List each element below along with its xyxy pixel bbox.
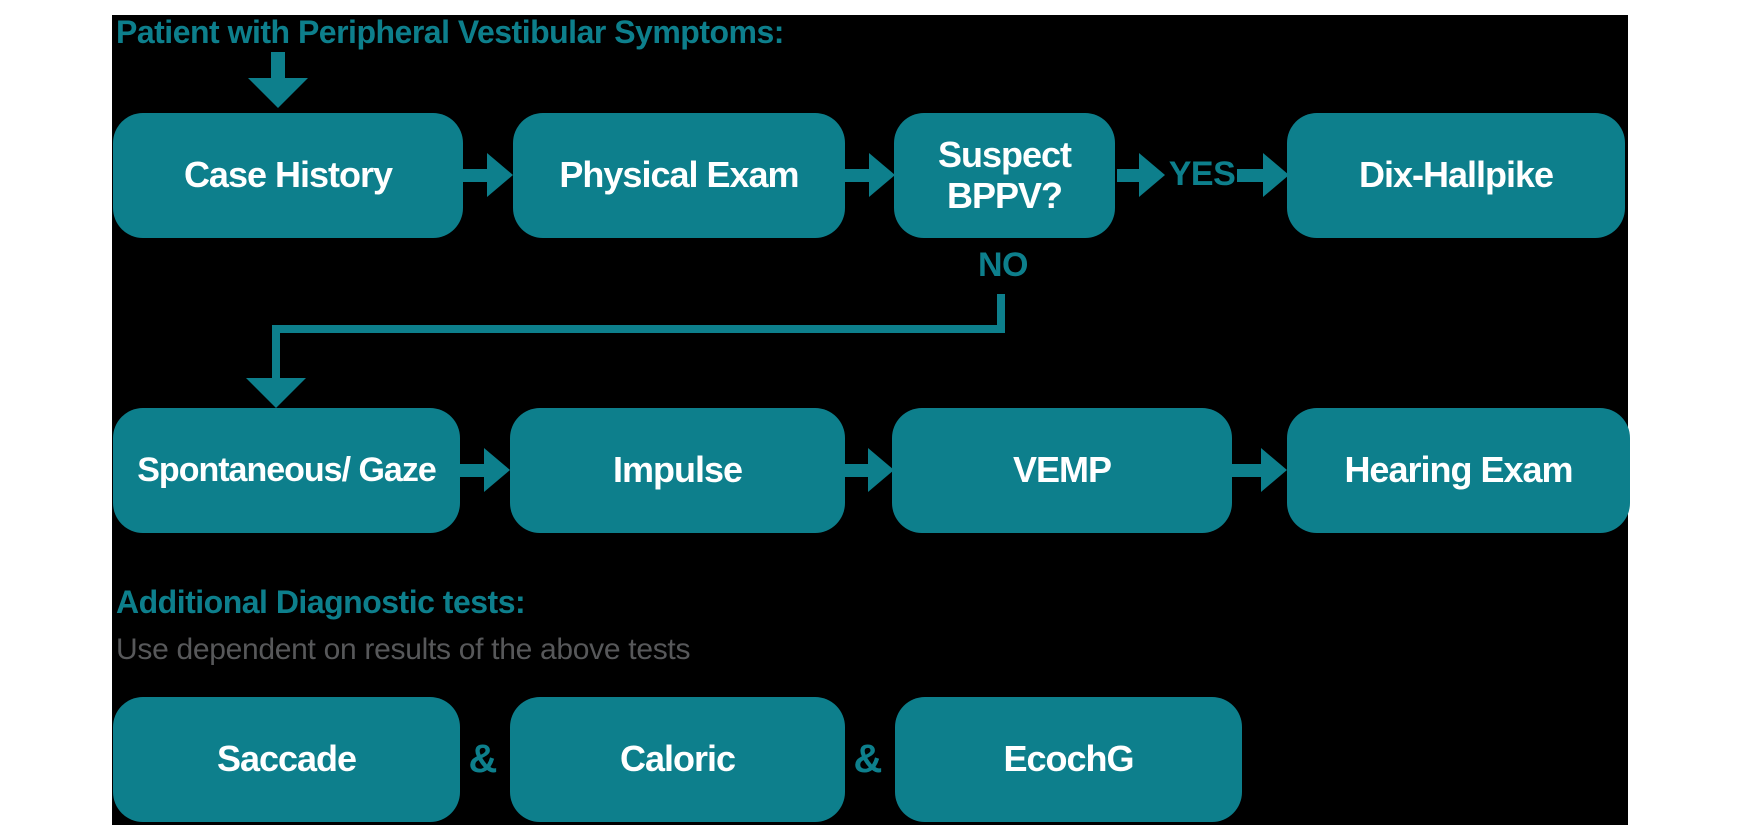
arrow-stem <box>1232 464 1261 477</box>
arrow-head <box>869 153 895 197</box>
arrow-head <box>868 448 894 492</box>
flow-box-vemp: VEMP <box>892 408 1232 533</box>
flow-box-suspect-bppv: Suspect BPPV? <box>894 113 1115 238</box>
page-title: Patient with Peripheral Vestibular Sympt… <box>116 14 784 50</box>
flow-box-impulse: Impulse <box>510 408 845 533</box>
flow-box-saccade: Saccade <box>113 697 460 822</box>
branch-label-yes: YES <box>1168 155 1236 193</box>
arrow-stem <box>845 169 869 182</box>
arrow-stem <box>1117 169 1139 182</box>
flow-box-hearing-exam: Hearing Exam <box>1287 408 1630 533</box>
flow-box-physical-exam: Physical Exam <box>513 113 845 238</box>
connector-segment <box>272 325 280 380</box>
arrow-head <box>484 448 510 492</box>
arrow-head <box>246 378 306 408</box>
flow-box-dix-hallpike: Dix-Hallpike <box>1287 113 1625 238</box>
arrow-stem <box>460 464 484 477</box>
arrow-stem <box>271 52 285 80</box>
additional-tests-note: Use dependent on results of the above te… <box>116 633 691 666</box>
additional-tests-heading: Additional Diagnostic tests: <box>116 584 526 620</box>
flow-box-caloric: Caloric <box>510 697 845 822</box>
arrow-stem <box>463 169 487 182</box>
connector-segment <box>997 294 1005 333</box>
arrow-head <box>487 153 513 197</box>
ampersand-separator: & <box>468 737 498 781</box>
arrow-stem <box>845 464 868 477</box>
flow-box-ecochg: EcochG <box>895 697 1242 822</box>
flow-box-case-history: Case History <box>113 113 463 238</box>
arrow-head <box>1261 448 1287 492</box>
arrow-head <box>248 78 308 108</box>
ampersand-separator: & <box>853 737 883 781</box>
arrow-head <box>1139 153 1165 197</box>
arrow-stem <box>1237 169 1263 182</box>
connector-segment <box>272 325 1005 333</box>
arrow-head <box>1263 153 1289 197</box>
flow-box-spontaneous-gaze: Spontaneous/ Gaze <box>113 408 460 533</box>
branch-label-no: NO <box>978 246 1029 284</box>
